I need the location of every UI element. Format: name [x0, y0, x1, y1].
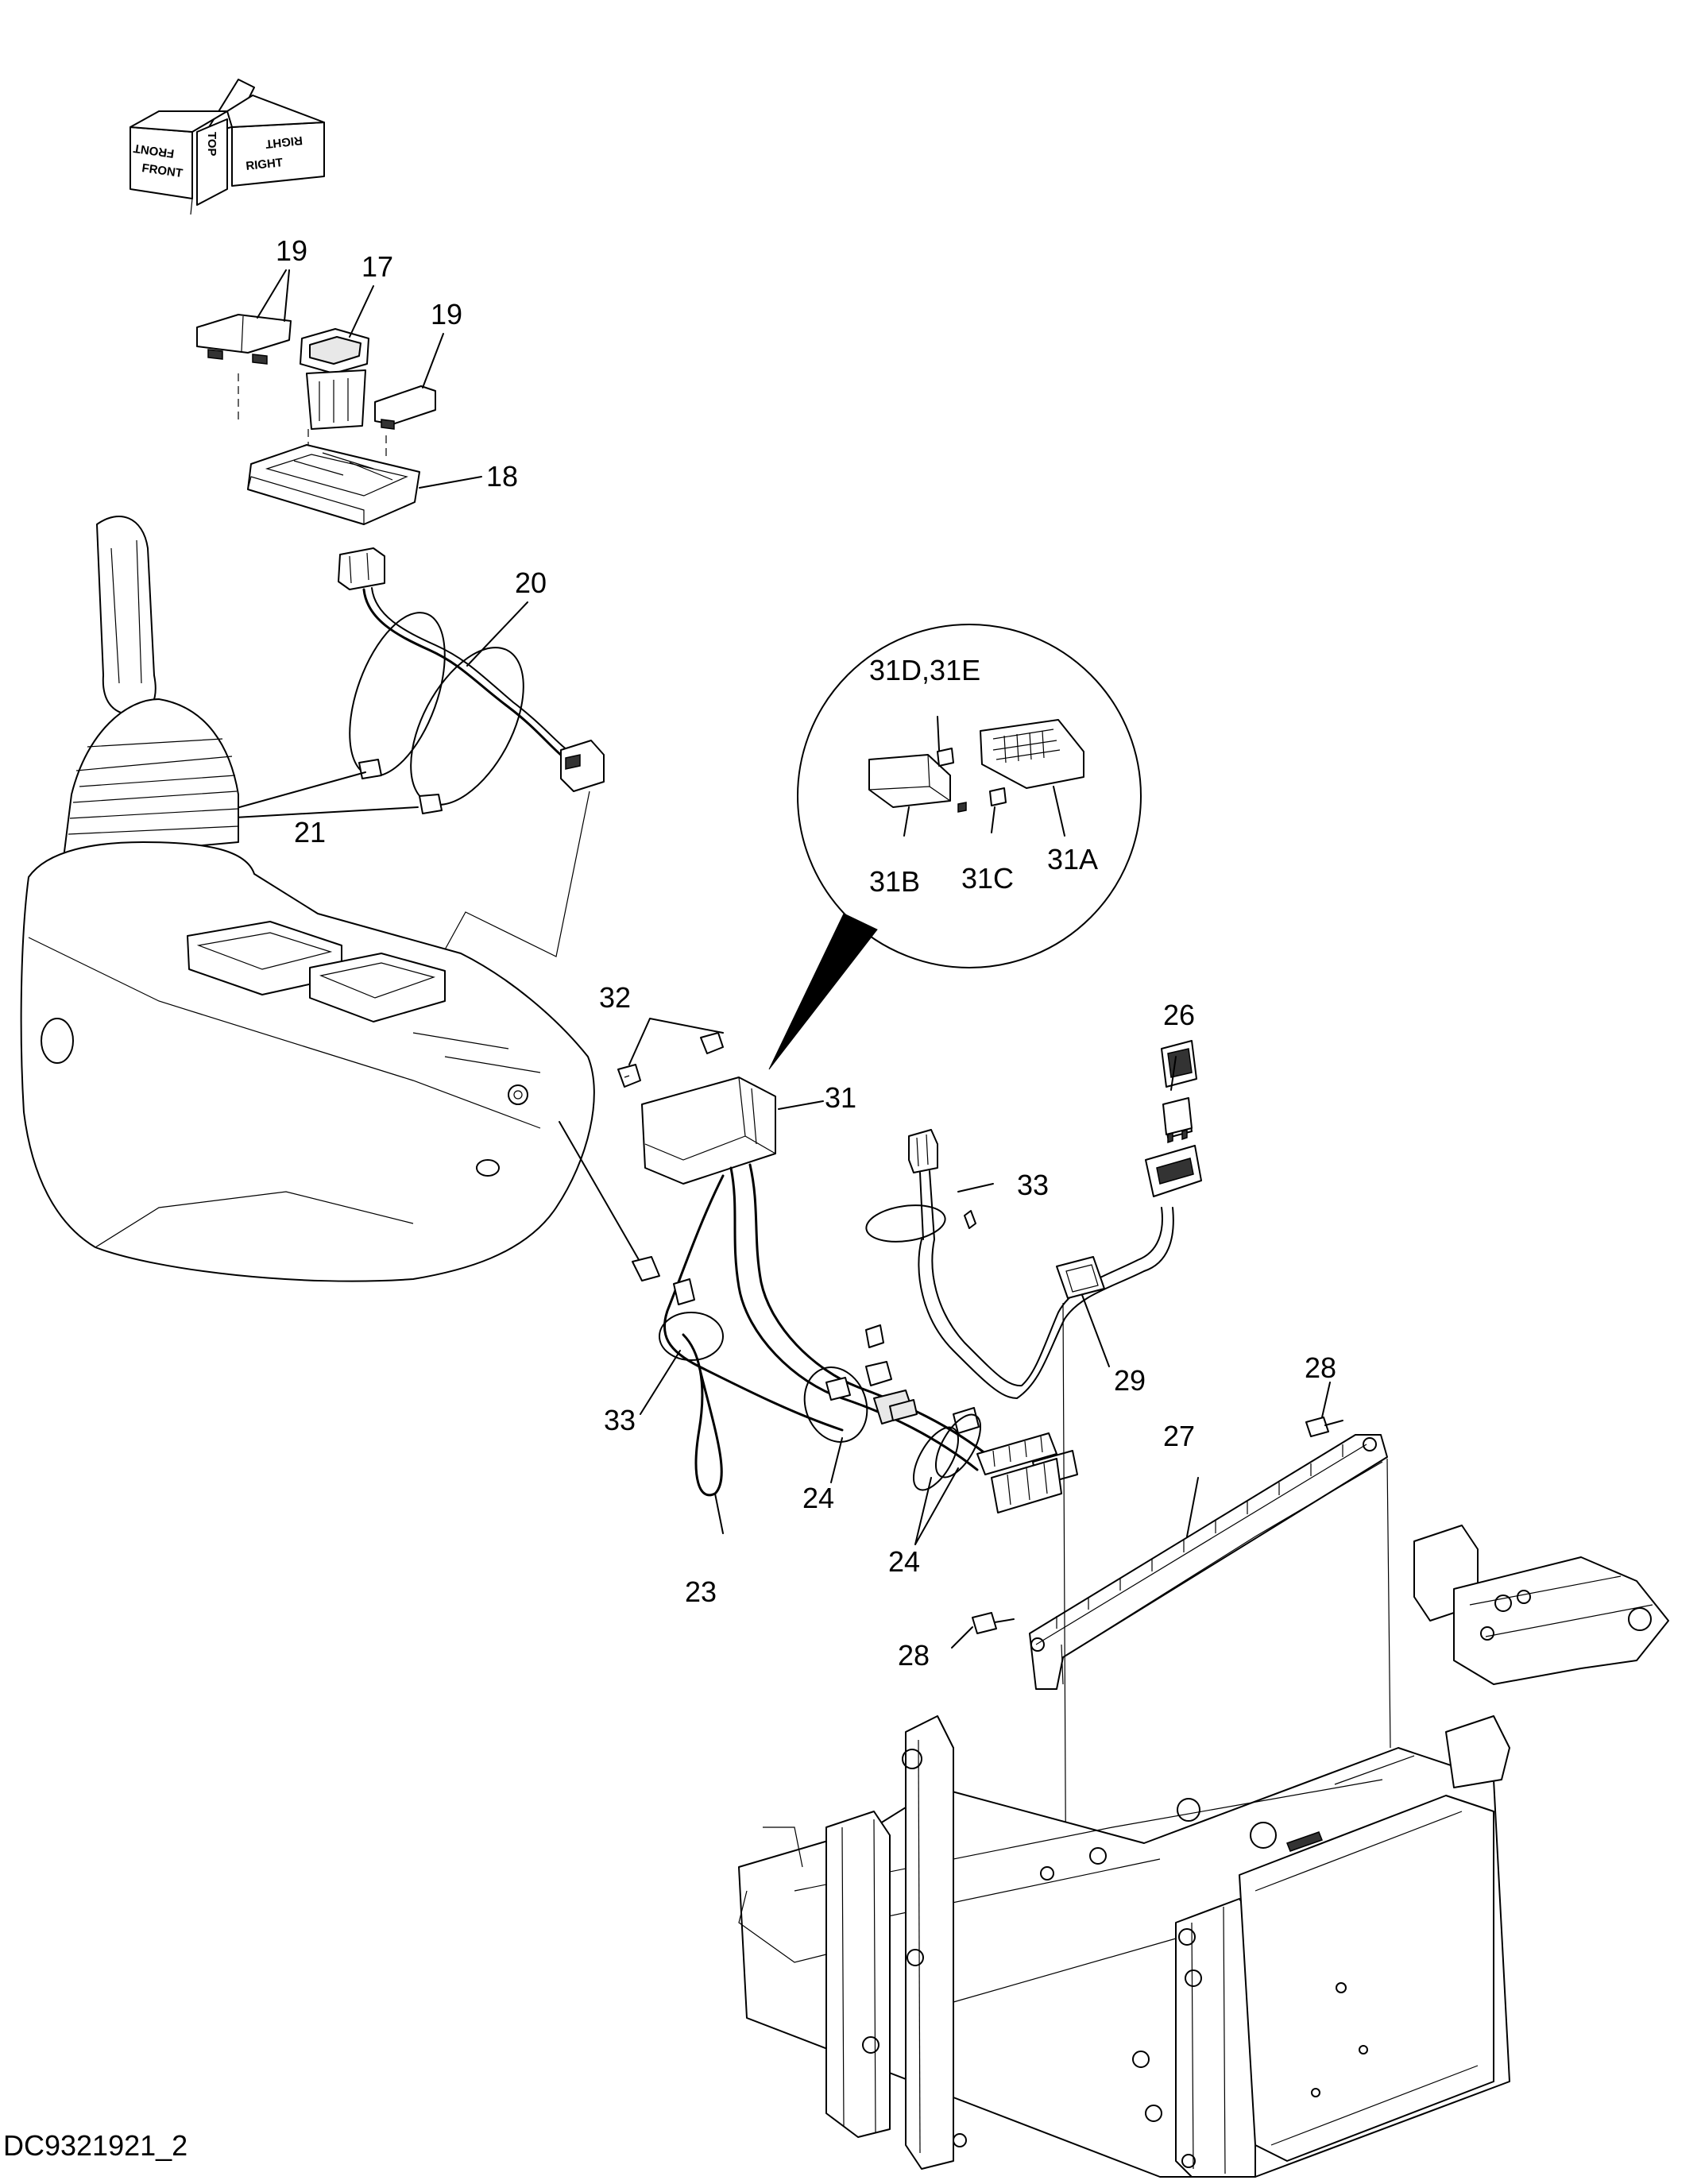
detail-circle	[768, 624, 1142, 1070]
orientation-indicator: FRONT FRONT TOP RIGHT RIGHT	[130, 79, 325, 215]
screws-32	[617, 1032, 724, 1088]
callout-19-right: 19	[431, 298, 462, 330]
callout-18: 18	[486, 460, 518, 493]
leader-31	[778, 1100, 824, 1110]
callout-17: 17	[361, 250, 393, 283]
callout-28-top: 28	[1305, 1351, 1336, 1384]
leader-33-left	[640, 1350, 681, 1415]
callout-28-bottom: 28	[898, 1639, 930, 1672]
callout-31d-31e: 31D,31E	[869, 654, 980, 686]
callout-29: 29	[1114, 1364, 1146, 1397]
callout-21: 21	[294, 816, 326, 848]
leader-32	[628, 1018, 724, 1065]
switch-panel	[247, 444, 420, 525]
callout-20: 20	[515, 566, 547, 599]
callout-31b: 31B	[869, 865, 920, 898]
harness-20	[338, 547, 605, 814]
leader-24-upper	[830, 1437, 843, 1483]
bracket-27	[1029, 1434, 1388, 1690]
callout-24-lower: 24	[888, 1545, 920, 1578]
callout-31c: 31C	[961, 862, 1014, 895]
leader-23	[714, 1493, 724, 1534]
leader-19-left	[257, 269, 290, 322]
callout-33-top: 33	[1017, 1169, 1049, 1201]
callout-24-upper: 24	[802, 1482, 834, 1514]
drawing-id-label: DC9321921_2	[3, 2129, 188, 2162]
callout-33-left: 33	[604, 1404, 636, 1436]
assembly-guide-line-console	[559, 1121, 644, 1269]
base-frame	[738, 1525, 1669, 2178]
leader-17	[349, 285, 374, 338]
callout-labels: 19 17 19 18 20 21 31D,31E 31B 31C 31A 32…	[257, 234, 1336, 1672]
callout-31a: 31A	[1047, 843, 1098, 876]
relay-26	[1162, 1097, 1193, 1144]
leader-26	[1170, 1056, 1177, 1091]
bolt-28-bottom	[972, 1612, 1015, 1634]
orientation-top-label: TOP	[205, 132, 218, 157]
callout-19-left: 19	[276, 234, 307, 267]
joystick-console	[20, 516, 595, 1282]
leader-24-lower	[914, 1467, 959, 1545]
callout-27: 27	[1163, 1420, 1195, 1452]
leader-28-top	[1321, 1382, 1331, 1418]
callout-31: 31	[825, 1081, 856, 1114]
leader-33-top	[957, 1183, 994, 1193]
callout-32: 32	[599, 981, 631, 1014]
leader-18	[419, 476, 482, 489]
bolt-28-top	[1305, 1417, 1343, 1437]
leader-20	[466, 601, 528, 667]
callout-26: 26	[1163, 999, 1195, 1031]
blank-cap-single	[374, 385, 436, 430]
callout-23: 23	[685, 1575, 717, 1608]
cable-ties	[659, 1312, 981, 1491]
leader-29	[1081, 1294, 1110, 1367]
leader-27	[1186, 1477, 1199, 1537]
blank-caps-pair	[196, 314, 292, 365]
leader-19-right	[422, 333, 444, 388]
rocker-switch	[300, 328, 369, 430]
orientation-right-label: RIGHT	[245, 156, 284, 173]
grommet-29-inner	[1065, 1264, 1099, 1293]
controller-31	[641, 1077, 776, 1185]
orientation-right-mirror-label: RIGHT	[265, 133, 303, 151]
leader-28-bottom	[951, 1626, 973, 1649]
